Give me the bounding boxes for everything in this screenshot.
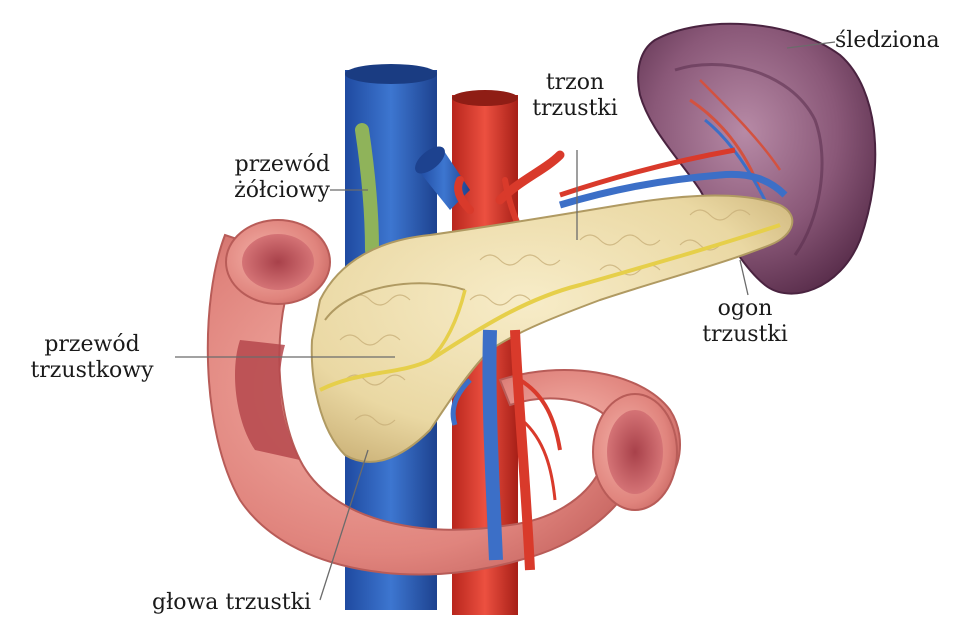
- label-pancreas-tail-line2: trzustki: [690, 322, 800, 348]
- label-spleen: śledziona: [835, 28, 940, 54]
- label-pancreas-body-line2: trzustki: [520, 96, 630, 122]
- label-pancreatic-duct-line2: trzustkowy: [12, 358, 172, 384]
- label-pancreas-head-text: głowa trzustki: [152, 590, 311, 616]
- label-pancreas-tail-line1: ogon: [690, 296, 800, 322]
- label-pancreatic-duct: przewód trzustkowy: [12, 332, 172, 384]
- label-pancreatic-duct-line1: przewód: [12, 332, 172, 358]
- label-bile-duct-line2: żółciowy: [190, 178, 330, 204]
- label-pancreas-body: trzon trzustki: [520, 70, 630, 122]
- label-spleen-text: śledziona: [835, 28, 940, 54]
- label-pancreas-body-line1: trzon: [520, 70, 630, 96]
- label-pancreas-head: głowa trzustki: [152, 590, 311, 616]
- label-pancreas-tail: ogon trzustki: [690, 296, 800, 348]
- label-bile-duct: przewód żółciowy: [190, 152, 330, 204]
- label-bile-duct-line1: przewód: [190, 152, 330, 178]
